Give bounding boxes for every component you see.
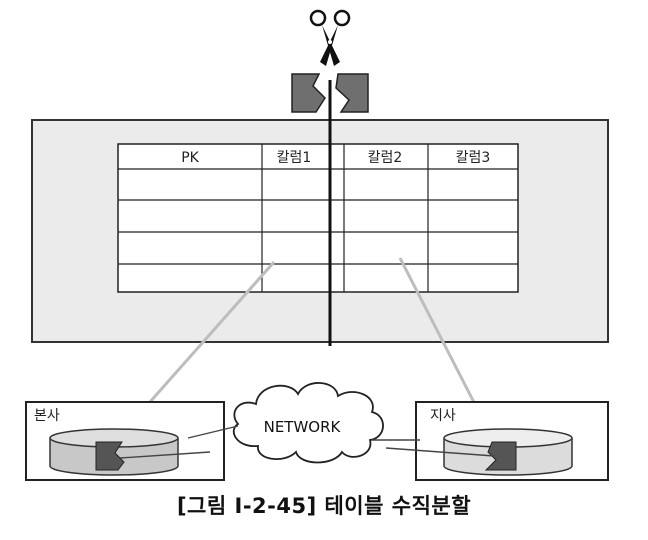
branch-disk [443, 428, 573, 476]
hq-network-link-lower [119, 451, 211, 459]
headquarters-label: 본사 [34, 408, 60, 424]
figure-caption: [그림 Ⅰ-2-45] 테이블 수직분할 [176, 494, 472, 518]
arrow-to-branch [398, 257, 484, 420]
column-header-2: 칼럼2 [368, 150, 403, 166]
column-header-pk: PK [181, 150, 199, 166]
cut-block-icon [291, 73, 369, 113]
network-cloud [232, 382, 384, 464]
table-grid [117, 143, 519, 293]
headquarters-disk [49, 428, 179, 476]
branch-network-link-lower [385, 447, 495, 457]
arrow-to-headquarters [132, 261, 276, 422]
hq-network-link [187, 425, 239, 439]
column-header-3: 칼럼3 [456, 150, 491, 166]
scissors-icon [309, 9, 351, 66]
network-label: NETWORK [264, 418, 342, 436]
column-header-1: 칼럼1 [277, 150, 312, 166]
branch-label: 지사 [430, 408, 456, 424]
